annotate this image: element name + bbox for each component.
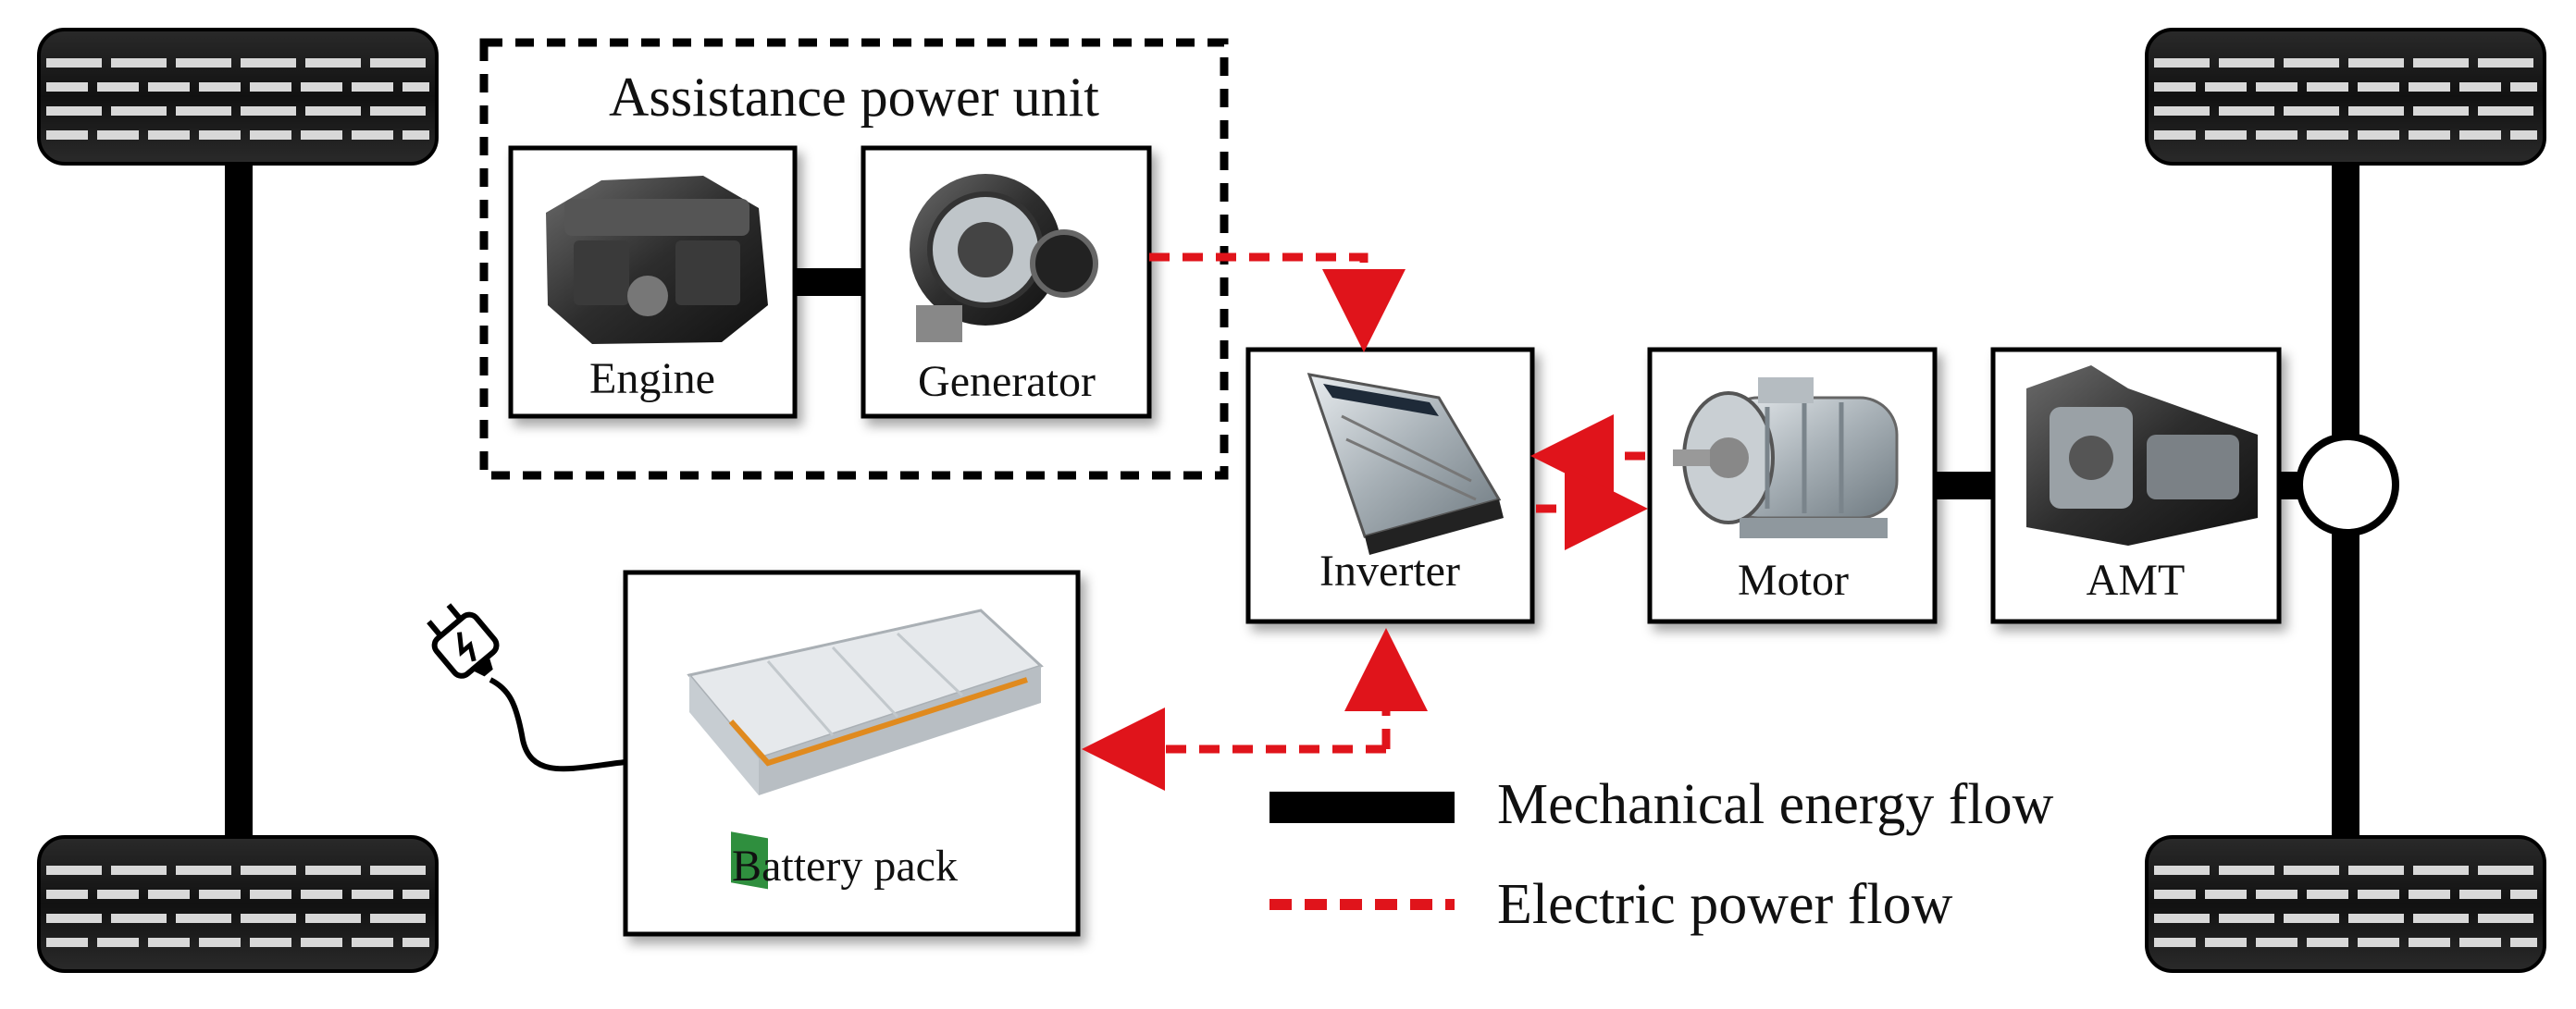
engine-box: Engine <box>508 145 798 419</box>
legend: Mechanical energy flow Electric power fl… <box>1269 773 2054 936</box>
engine-label: Engine <box>589 354 715 403</box>
battery-box: Battery pack <box>623 570 1081 937</box>
engine-icon <box>546 176 768 344</box>
battery-icon <box>687 609 1044 890</box>
generator-icon <box>910 174 1098 342</box>
motor-label: Motor <box>1738 556 1849 605</box>
legend-electric-label: Electric power flow <box>1497 873 1953 936</box>
inverter-box: Inverter <box>1245 347 1535 624</box>
legend-mechanical-swatch <box>1269 792 1455 823</box>
motor-box: Motor <box>1647 347 1938 624</box>
wheel-icon <box>39 837 437 971</box>
left-axle-shaft <box>225 157 253 842</box>
motor-amt-shaft <box>1932 472 1993 499</box>
legend-mechanical-label: Mechanical energy flow <box>1497 773 2054 836</box>
differential-icon <box>2296 433 2399 536</box>
wheel-icon <box>2147 837 2545 971</box>
plug-icon <box>427 603 626 772</box>
inverter-icon <box>1307 373 1504 555</box>
amt-icon <box>2026 365 2258 546</box>
assistance-power-unit-title: Assistance power unit <box>609 67 1099 128</box>
electric-flow-lines <box>1082 252 1648 791</box>
engine-generator-shaft <box>794 268 864 296</box>
generator-label: Generator <box>918 357 1096 406</box>
amt-label: AMT <box>2087 556 2186 605</box>
inverter-label: Inverter <box>1319 547 1460 596</box>
motor-icon <box>1673 377 1899 538</box>
wheel-icon <box>39 30 437 164</box>
wheel-icon <box>2147 30 2545 164</box>
battery-label: Battery pack <box>732 842 958 891</box>
amt-box: AMT <box>1990 347 2282 624</box>
generator-to-inverter-flow <box>1149 252 1406 352</box>
generator-box: Generator <box>861 145 1152 419</box>
